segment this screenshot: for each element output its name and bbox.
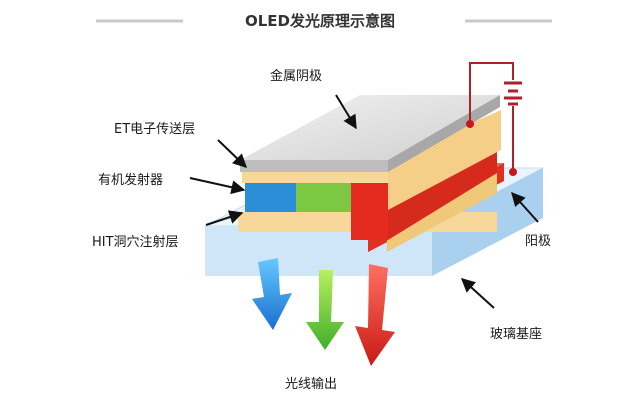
- green-light-arrow: [306, 270, 344, 350]
- pointer-glass-substrate: [460, 278, 495, 309]
- pointer-metal-cathode: [335, 94, 357, 130]
- anode-contact-dot: [509, 168, 517, 176]
- label-emitter: 有机发射器: [98, 172, 163, 188]
- diagram-title: OLED发光原理示意图: [245, 12, 395, 30]
- label-glass-substrate: 玻璃基座: [490, 327, 542, 342]
- label-light-output: 光线输出: [285, 376, 337, 392]
- blue-light-arrow: [252, 258, 292, 330]
- label-et-layer: ET电子传送层: [114, 122, 195, 137]
- red-light-arrow: [355, 264, 395, 366]
- pointer-emitter: [189, 177, 246, 195]
- circuit-wire: [469, 62, 514, 170]
- pointer-et-layer: [217, 139, 248, 168]
- label-metal-cathode: 金属阴极: [270, 68, 322, 84]
- pointer-hit-layer: [205, 210, 244, 226]
- metal-cathode-layer: [240, 95, 500, 172]
- pointer-arrows: [189, 94, 539, 309]
- pointer-anode: [511, 191, 539, 223]
- battery-icon: [504, 81, 522, 106]
- cathode-contact-dot: [466, 120, 474, 128]
- label-hit-layer: HIT洞穴注射层: [92, 234, 179, 250]
- label-anode: 阳极: [525, 234, 551, 249]
